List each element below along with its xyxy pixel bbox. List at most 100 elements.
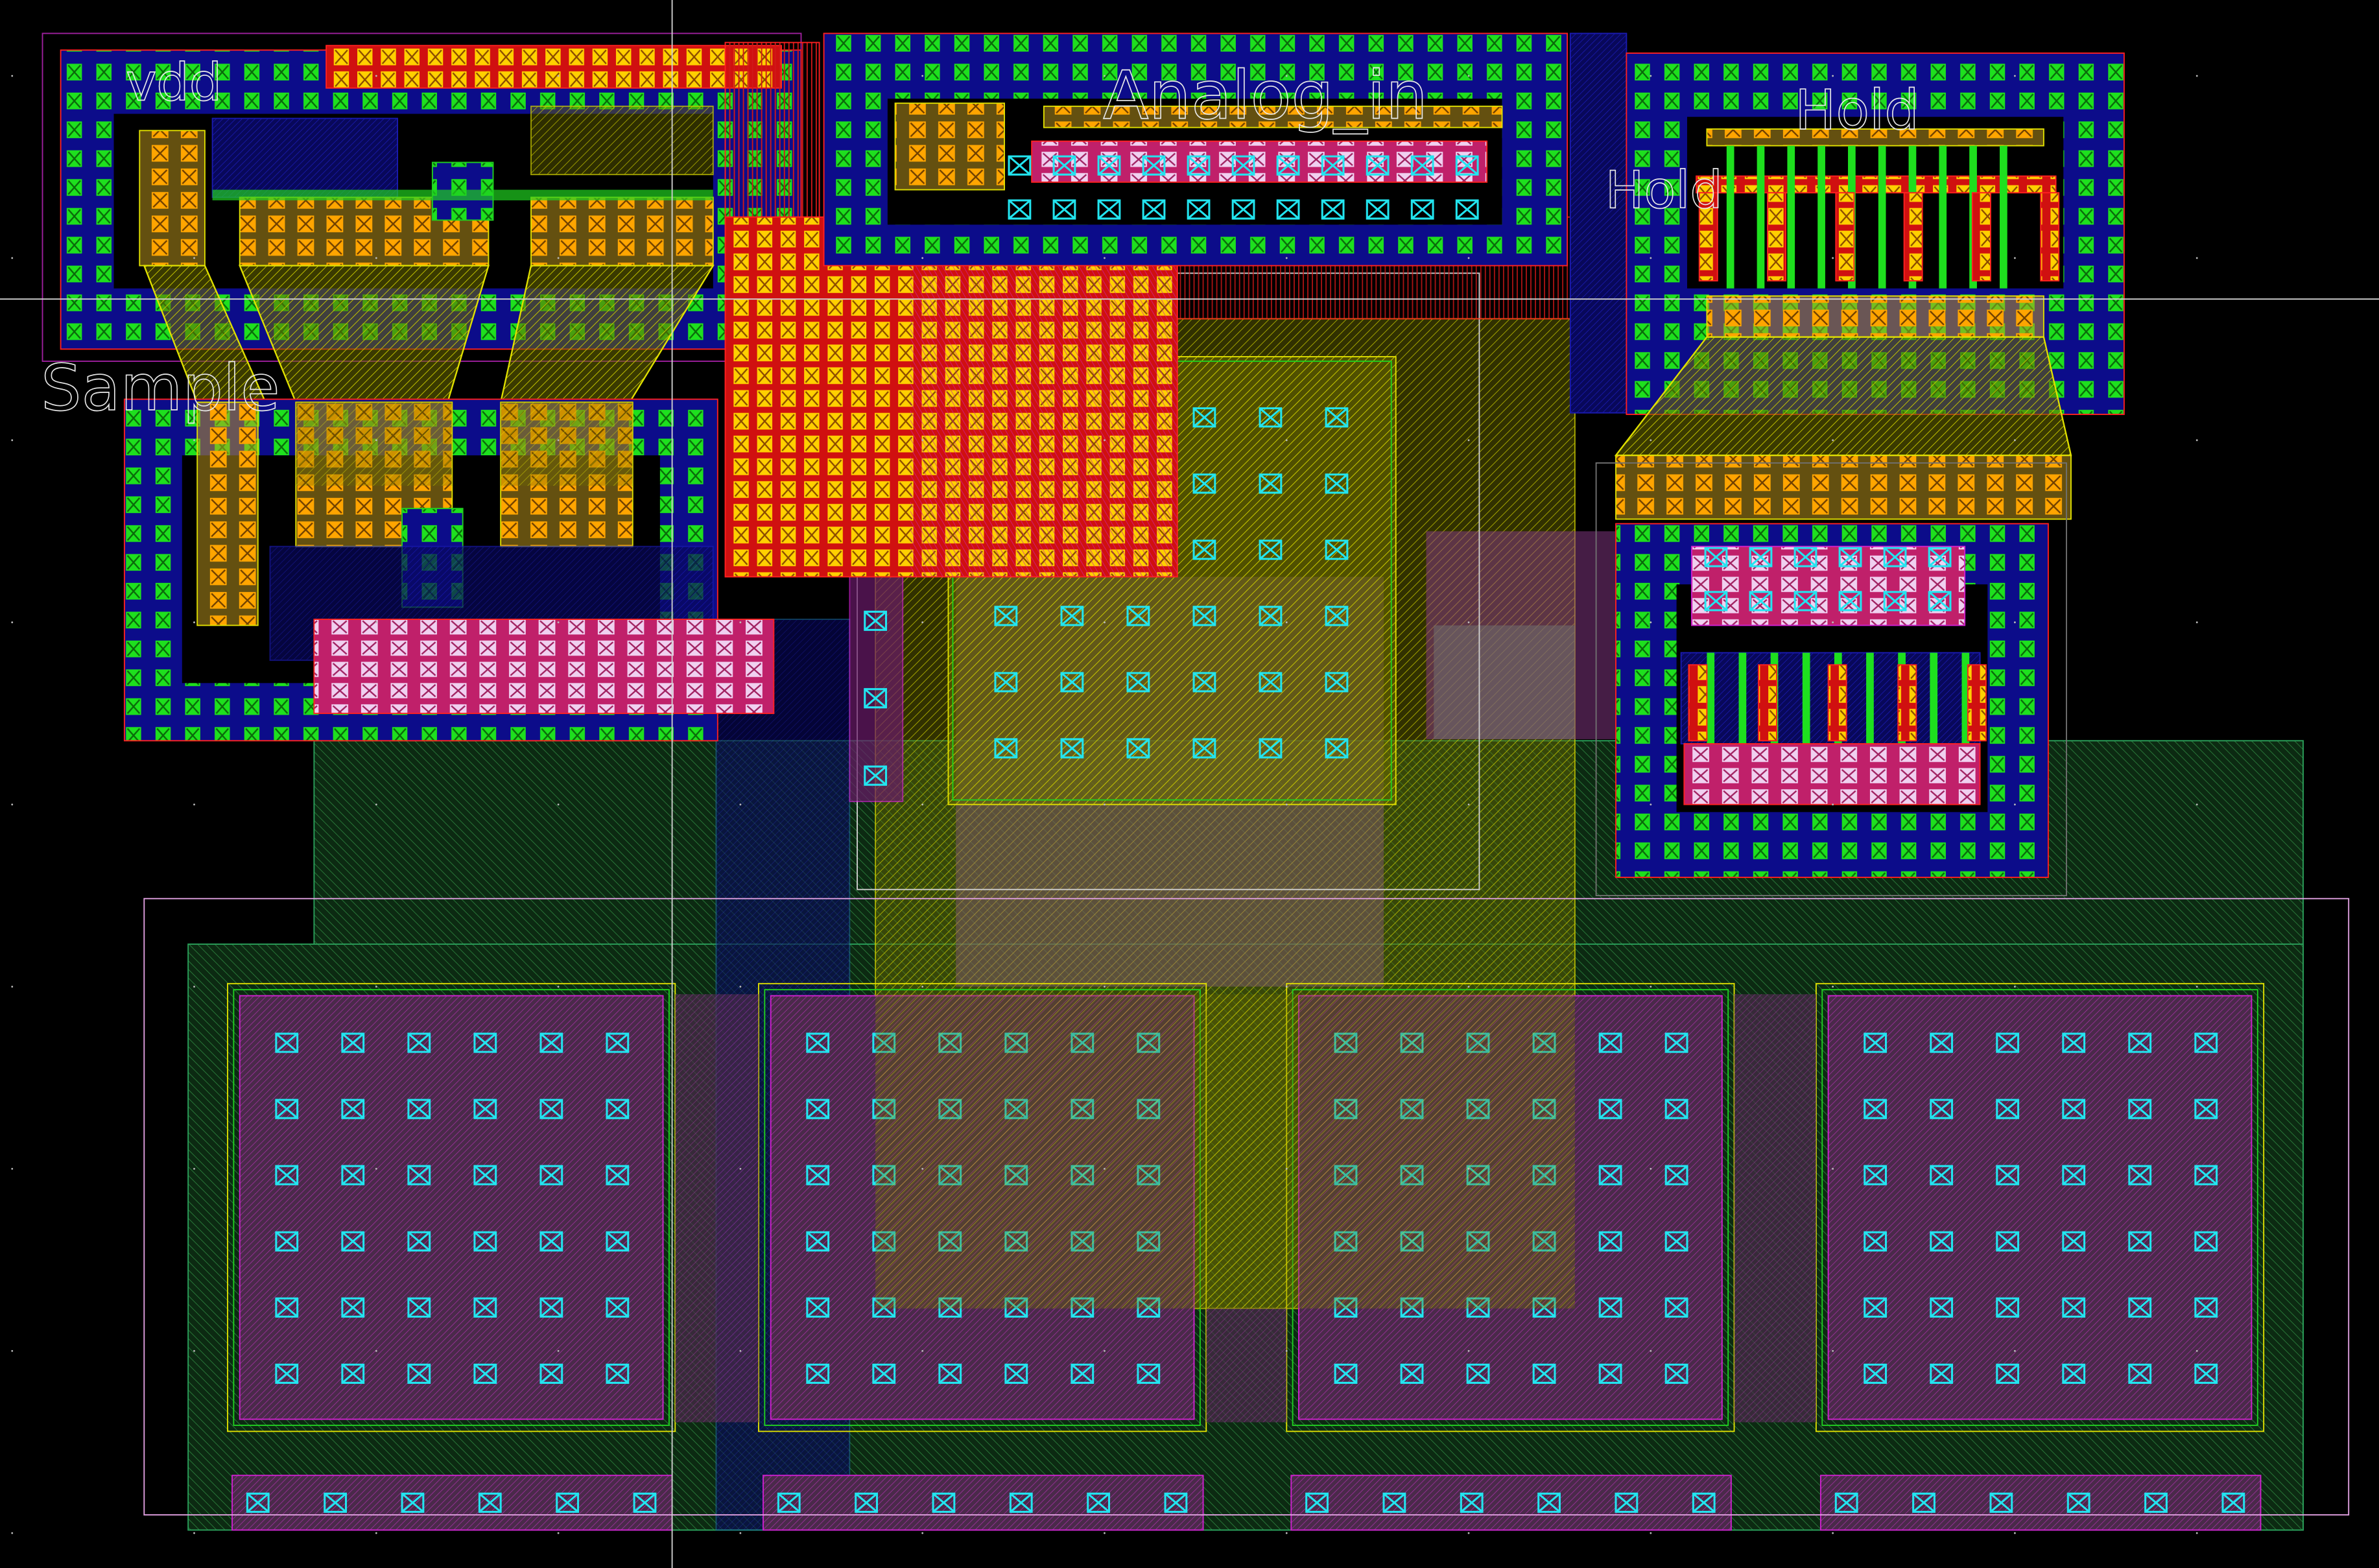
gate-finger: [1802, 652, 1810, 744]
center-via-icon: [1060, 738, 1084, 759]
pad-via-icon: [606, 1032, 630, 1053]
pad-via-icon: [275, 1231, 299, 1252]
pad-via-icon: [1004, 1363, 1028, 1384]
pad-via-icon: [1930, 1363, 1954, 1384]
pad-via-icon: [407, 1032, 431, 1053]
via-block: [894, 102, 1005, 191]
pad-via-icon: [606, 1363, 630, 1384]
grid-dot: [739, 439, 742, 442]
pad-strip-2: [1290, 1475, 1732, 1531]
pad-via-icon: [275, 1099, 299, 1119]
center-via-icon: [1192, 606, 1216, 626]
label-hold-small[interactable]: Hold: [1605, 160, 1723, 221]
pad-via-icon: [1598, 1099, 1622, 1119]
via-icon: [1142, 199, 1166, 220]
pad-via-icon: [606, 1165, 630, 1185]
capacitor-pad-3: [1827, 995, 2253, 1420]
pad-via-icon: [473, 1099, 497, 1119]
strip-via-icon: [556, 1492, 580, 1513]
via-row: [1043, 105, 1503, 128]
drain-strip: [1827, 664, 1847, 742]
strip-via-icon: [1087, 1492, 1111, 1513]
pad-via-icon: [1930, 1032, 1954, 1053]
pad-via-icon: [1598, 1231, 1622, 1252]
grid-dot: [739, 75, 742, 77]
grid-dot: [375, 803, 377, 806]
via-block: [530, 196, 714, 267]
via-row: [1696, 175, 2057, 194]
drain-strip: [1688, 664, 1708, 742]
grid-dot: [11, 75, 14, 77]
pad-via-icon: [539, 1297, 563, 1318]
grid-dot: [921, 1167, 924, 1170]
via-icon: [1704, 547, 1728, 567]
via-icon: [1008, 199, 1032, 220]
grid-dot: [1467, 621, 1470, 624]
label-analog-in[interactable]: Analog_in: [1102, 56, 1428, 136]
grid-dot: [375, 621, 377, 624]
pad-via-icon: [872, 1363, 896, 1384]
grid-dot: [1104, 257, 1106, 259]
strip-via-icon: [1460, 1492, 1484, 1513]
grid-dot: [1467, 1532, 1470, 1534]
pad-via-icon: [407, 1231, 431, 1252]
metal-via-row: [325, 45, 782, 89]
pad-via-icon: [806, 1099, 830, 1119]
pad-via-icon: [1864, 1032, 1888, 1053]
grid-dot: [1467, 1167, 1470, 1170]
pad-via-icon: [1996, 1297, 2020, 1318]
pad-via-icon: [2128, 1297, 2152, 1318]
cell-outline: [1595, 462, 2067, 896]
label-vdd[interactable]: vdd: [125, 52, 222, 113]
grid-dot: [739, 1532, 742, 1534]
drain-strip: [1698, 192, 1718, 281]
center-via-icon: [1259, 738, 1283, 759]
pad-via-icon: [2194, 1032, 2218, 1053]
grid-dot: [739, 621, 742, 624]
center-via-icon: [1259, 606, 1283, 626]
grid-dot: [1832, 75, 1834, 77]
gate-finger: [1726, 145, 1734, 289]
pad-via-icon: [1864, 1165, 1888, 1185]
pad-via-icon: [539, 1231, 563, 1252]
center-via-icon: [1192, 473, 1216, 494]
grid-dot: [193, 1532, 195, 1534]
grid-dot: [2196, 257, 2198, 259]
grid-dot: [1467, 257, 1470, 259]
grid-dot: [557, 1532, 560, 1534]
grid-dot: [1650, 1349, 1652, 1352]
grid-dot: [1104, 803, 1106, 806]
via-icon: [1008, 155, 1032, 176]
grid-dot: [193, 75, 195, 77]
grid-dot: [1104, 1167, 1106, 1170]
label-sample[interactable]: Sample: [40, 351, 280, 426]
via-icon: [1321, 155, 1345, 176]
via-icon: [1793, 591, 1817, 612]
gate-finger: [1757, 145, 1765, 289]
strip-via-icon: [246, 1492, 270, 1513]
grid-dot: [1650, 1167, 1652, 1170]
label-hold[interactable]: Hold: [1794, 78, 1919, 143]
pad-via-icon: [806, 1032, 830, 1053]
pad-via-icon: [1864, 1099, 1888, 1119]
grid-dot: [1285, 621, 1288, 624]
pad-via-icon: [2128, 1231, 2152, 1252]
via-icon: [1187, 155, 1211, 176]
pad-via-icon: [1598, 1165, 1622, 1185]
grid-dot: [557, 986, 560, 988]
strip-via-icon: [2066, 1492, 2090, 1513]
poly-overlay: [296, 402, 453, 486]
center-via-icon: [1325, 540, 1349, 560]
pad-via-icon: [938, 1363, 962, 1384]
center-via-icon: [1259, 672, 1283, 693]
via-icon: [1410, 199, 1434, 220]
grid-dot: [557, 257, 560, 259]
pad-via-icon: [1864, 1363, 1888, 1384]
grid-dot: [1832, 1167, 1834, 1170]
grid-dot: [1104, 75, 1106, 77]
center-via-icon: [994, 738, 1018, 759]
pad-via-icon: [2062, 1032, 2086, 1053]
grid-dot: [739, 986, 742, 988]
grid-dot: [1650, 257, 1652, 259]
